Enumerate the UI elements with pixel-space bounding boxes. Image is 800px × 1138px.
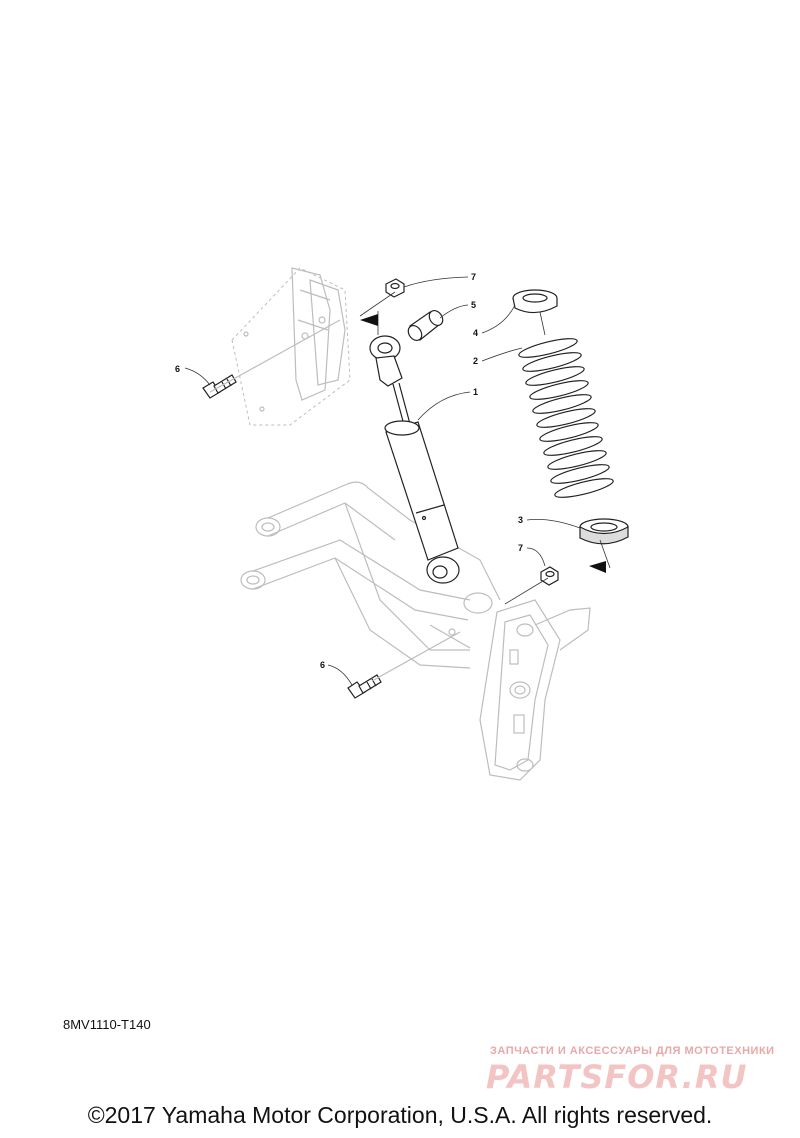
callout-6-top: 6 [175,364,180,374]
spring-retainer-top [512,289,558,314]
callout-1: 1 [473,387,478,397]
nut-top [385,278,405,298]
spring [518,338,614,498]
callout-2: 2 [473,356,478,366]
callout-5: 5 [471,300,476,310]
watermark-tagline: ЗАПЧАСТИ И АКСЕССУАРЫ ДЛЯ МОТОТЕХНИКИ [490,1045,775,1057]
a-arm [240,481,501,669]
watermark-logo: PARTSFOR.RU [486,1058,748,1096]
direction-arrow-bottom [589,561,606,573]
callout-leaders [184,276,581,686]
diagram-code: 8MV1110-T140 [63,1017,151,1032]
callouts: 7 5 4 2 1 6 3 7 6 [175,272,523,670]
callout-6-bottom: 6 [320,660,325,670]
callout-4: 4 [473,328,478,338]
assembly-lines [209,291,611,682]
nut-bottom [540,566,559,586]
frame-bracket [231,267,351,426]
collar [407,309,444,342]
direction-arrow-top [360,314,378,326]
knuckle [479,599,591,781]
callout-7-top: 7 [471,272,476,282]
callout-3: 3 [518,515,523,525]
spring-seat-bottom [579,518,629,545]
shock-absorber [369,335,460,584]
callout-7-bottom: 7 [518,543,523,553]
copyright-notice: ©2017 Yamaha Motor Corporation, U.S.A. A… [87,1102,713,1128]
